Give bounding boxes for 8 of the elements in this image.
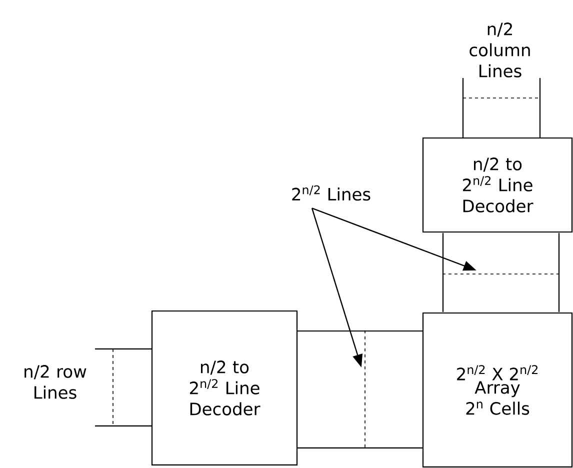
bus-lines bbox=[442, 233, 560, 312]
bus-label: n/2 column Lines bbox=[470, 22, 530, 78]
decoder-box: n/2 to 2$^{n/2}$ Line Decoder bbox=[422, 137, 573, 233]
bus-label: n/2 row Lines bbox=[24, 365, 86, 399]
callout-text: 2$^{n/2}$ Lines bbox=[292, 185, 370, 201]
decoder-box: n/2 to 2$^{n/2}$ Line Decoder bbox=[151, 310, 298, 466]
array-box: 2$^{n/2}$ X 2$^{n/2}$ Array 2$^{n}$ Cells bbox=[422, 312, 573, 468]
bus-lines bbox=[297, 330, 423, 449]
